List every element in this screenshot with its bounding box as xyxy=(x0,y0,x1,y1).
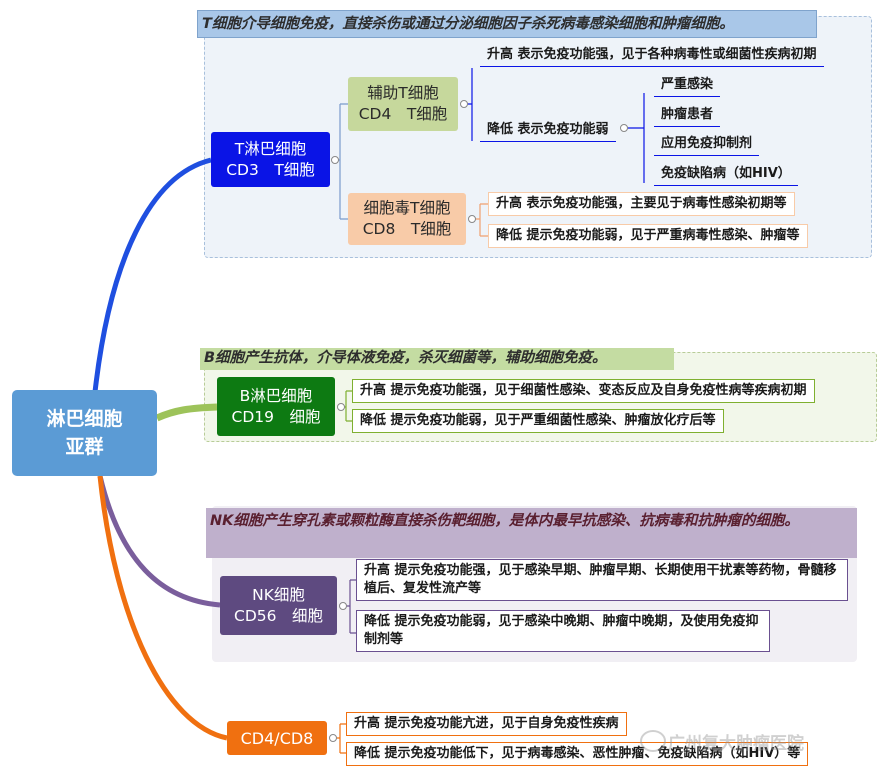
node-label: NK细胞 xyxy=(252,585,305,604)
leaf-cd4-down-item-2[interactable]: 肿瘤患者 xyxy=(654,104,721,127)
node-label: 辅助T细胞 xyxy=(367,84,439,102)
leaf-cd8-down[interactable]: 降低 提示免疫功能弱，见于严重病毒性感染、肿瘤等 xyxy=(488,224,808,248)
node-label: CD56 细胞 xyxy=(234,606,323,625)
node-label: CD19 细胞 xyxy=(231,407,321,426)
wechat-icon xyxy=(640,730,666,752)
root-node-lymphocyte-subsets[interactable]: 淋巴细胞 亚群 xyxy=(12,390,157,476)
collapse-toggle[interactable] xyxy=(329,734,337,742)
leaf-b-down[interactable]: 降低 提示免疫功能弱，见于严重细菌性感染、肿瘤放化疗后等 xyxy=(352,409,724,433)
node-nk-cell[interactable]: NK细胞 CD56 细胞 xyxy=(220,576,337,635)
root-label-line2: 亚群 xyxy=(65,436,104,458)
node-t-lymphocyte[interactable]: T淋巴细胞 CD3 T细胞 xyxy=(211,132,330,187)
leaf-cd48-down[interactable]: 降低 提示免疫功能低下，见于病毒感染、恶性肿瘤、免疫缺陷病（如HIV）等 xyxy=(346,742,809,766)
b-cell-description: B细胞产生抗体，介导体液免疫，杀灭细菌等，辅助细胞免疫。 xyxy=(200,348,674,370)
node-label: B淋巴细胞 xyxy=(239,386,313,405)
leaf-b-up[interactable]: 升高 提示免疫功能强，见于细菌性感染、变态反应及自身免疫性病等疾病初期 xyxy=(352,379,815,403)
node-label: 细胞毒T细胞 xyxy=(363,199,451,217)
watermark: 广州复大肿瘤医院 xyxy=(668,734,804,754)
nk-cell-description: NK细胞产生穿孔素或颗粒酶直接杀伤靶细胞，是体内最早抗感染、抗病毒和抗肿瘤的细胞… xyxy=(206,508,857,558)
node-label: CD4 T细胞 xyxy=(358,105,448,123)
node-label: CD3 T细胞 xyxy=(226,160,315,179)
collapse-toggle[interactable] xyxy=(620,124,628,132)
leaf-nk-up[interactable]: 升高 提示免疫功能强，见于感染早期、肿瘤早期、长期使用干扰素等药物，骨髓移植后、… xyxy=(356,559,848,601)
node-b-lymphocyte[interactable]: B淋巴细胞 CD19 细胞 xyxy=(217,377,335,436)
leaf-cd4-down-item-3[interactable]: 应用免疫抑制剂 xyxy=(654,133,760,156)
root-label-line1: 淋巴细胞 xyxy=(46,408,123,430)
leaf-cd4-down-item-4[interactable]: 免疫缺陷病（如HIV） xyxy=(654,163,798,186)
node-label: T淋巴细胞 xyxy=(234,139,307,158)
collapse-toggle[interactable] xyxy=(331,156,339,164)
leaf-cd4-down[interactable]: 降低 表示免疫功能弱 xyxy=(480,119,616,142)
branch-b-cell xyxy=(155,403,218,422)
leaf-cd4-up[interactable]: 升高 表示免疫功能强，见于各种病毒性或细菌性疾病初期 xyxy=(480,44,824,67)
branch-nk-cell xyxy=(97,475,221,608)
branch-t-cell xyxy=(92,157,212,393)
branch-cd4-cd8 xyxy=(97,475,228,741)
node-cd4-cd8-ratio[interactable]: CD4/CD8 xyxy=(227,721,327,755)
leaf-cd8-up[interactable]: 升高 表示免疫功能强，主要见于病毒性感染初期等 xyxy=(488,192,795,216)
node-helper-t-cell[interactable]: 辅助T细胞 CD4 T细胞 xyxy=(348,77,458,131)
collapse-toggle[interactable] xyxy=(339,602,347,610)
node-label: CD8 T细胞 xyxy=(362,220,452,238)
node-cytotoxic-t-cell[interactable]: 细胞毒T细胞 CD8 T细胞 xyxy=(348,193,466,245)
leaf-cd48-up[interactable]: 升高 提示免疫功能亢进，见于自身免疫性疾病 xyxy=(346,712,627,736)
collapse-toggle[interactable] xyxy=(460,100,468,108)
collapse-toggle[interactable] xyxy=(468,215,476,223)
collapse-toggle[interactable] xyxy=(337,403,345,411)
t-cell-description: T细胞介导细胞免疫，直接杀伤或通过分泌细胞因子杀死病毒感染细胞和肿瘤细胞。 xyxy=(197,10,817,38)
leaf-nk-down[interactable]: 降低 提示免疫功能弱，见于感染中晚期、肿瘤中晚期，及使用免疫抑制剂等 xyxy=(356,610,770,652)
leaf-cd4-down-item-1[interactable]: 严重感染 xyxy=(654,74,721,97)
